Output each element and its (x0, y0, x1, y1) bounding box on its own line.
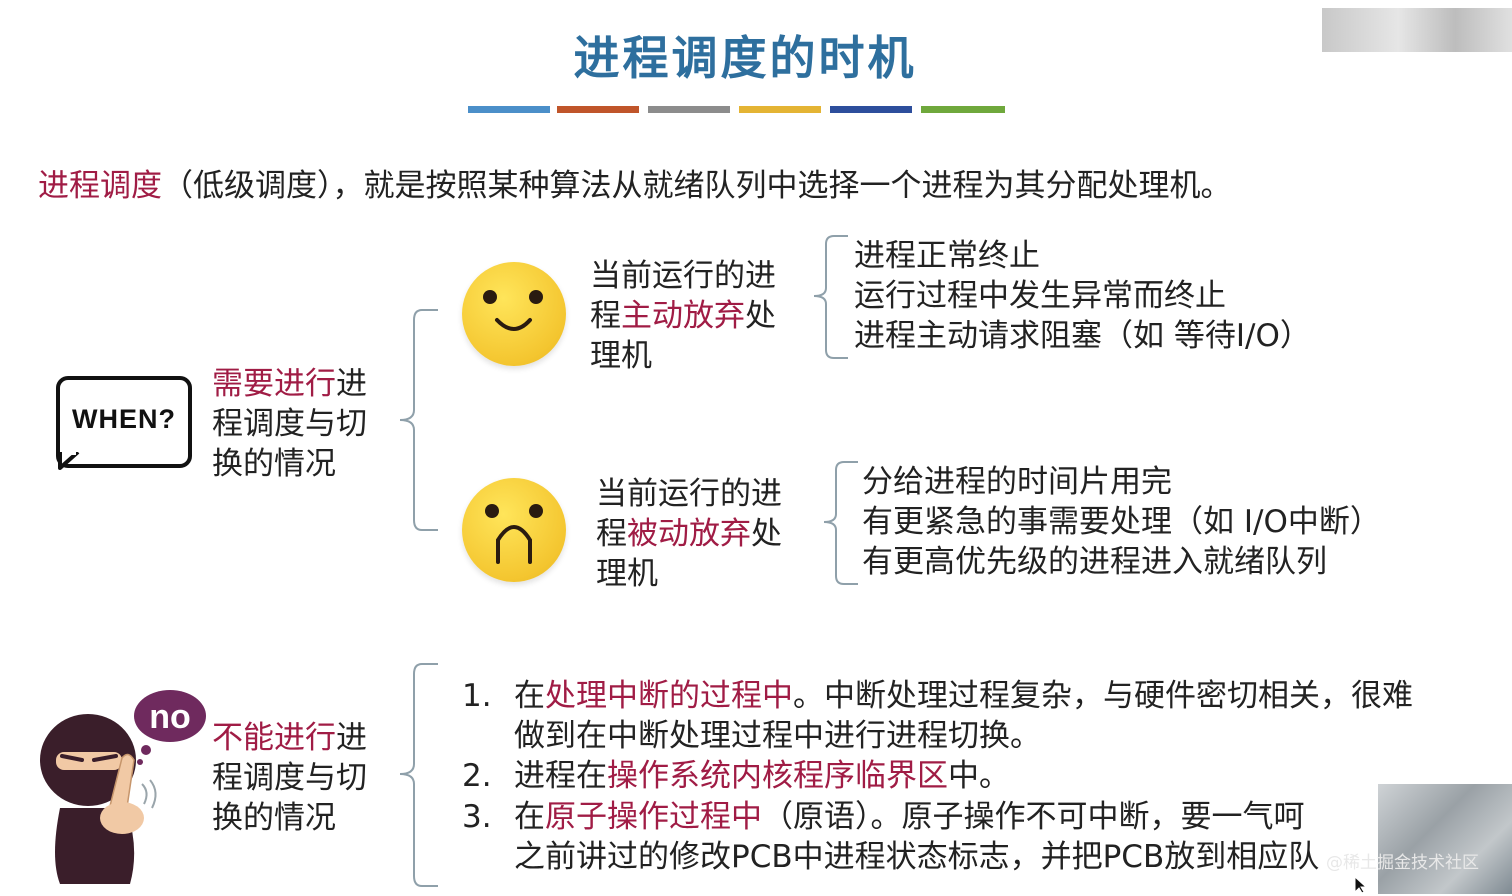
passive-brace (823, 461, 858, 585)
active-reason: 运行过程中发生异常而终止 (854, 278, 1226, 314)
item-pre: 在 (514, 678, 545, 714)
active-abandon-label: 当前运行的进 程主动放弃处 理机 (590, 256, 776, 376)
when-label-line2: 程调度与切 (212, 406, 367, 442)
blurred-corner-bottom (1378, 784, 1512, 894)
active-reason: 进程正常终止 (854, 238, 1040, 274)
item-accent: 处理中断的过程中 (545, 678, 793, 714)
passive-accent: 被动放弃 (627, 516, 751, 552)
list-number: 3. (462, 799, 492, 835)
item-continuation: 之前讲过的修改PCB中进程状态标志，并把PCB放到相应队 (514, 839, 1320, 875)
cannot-label-line1: 进 (336, 720, 367, 756)
deco-bar-2 (557, 106, 639, 113)
passive-reason: 分给进程的时间片用完 (862, 464, 1172, 500)
page-title: 进程调度的时机 (573, 31, 917, 85)
passive-reason: 有更高优先级的进程进入就绪队列 (862, 544, 1327, 580)
when-bubble-text: WHEN? (72, 404, 176, 434)
active-line2-pre: 程 (590, 298, 621, 334)
passive-abandon-label: 当前运行的进 程被动放弃处 理机 (596, 474, 782, 594)
bubble-tail-icon (58, 452, 80, 470)
sad-face-icon (462, 478, 566, 582)
cannot-brace (399, 663, 438, 887)
smiley-face-icon (462, 262, 566, 366)
cannot-label-line2: 程调度与切 (212, 760, 367, 796)
active-line2-post: 处 (745, 298, 776, 334)
item-pre: 进程在 (514, 758, 607, 794)
intro-rest: （低级调度），就是按照某种算法从就绪队列中选择一个进程为其分配处理机。 (162, 168, 1232, 204)
watermark: @稀土掘金技术社区 (1326, 853, 1479, 873)
cannot-list: 1. 在处理中断的过程中。中断处理过程复杂，与硬件密切相关，很难 做到在中断处理… (462, 676, 1502, 896)
active-accent: 主动放弃 (621, 298, 745, 334)
active-line3: 理机 (590, 338, 652, 374)
ninja-character-icon: no (30, 688, 210, 888)
when-label-line1: 进 (336, 366, 367, 402)
cannot-label-line3: 换的情况 (212, 800, 336, 836)
item-continuation: 做到在中断处理过程中进行进程切换。 (514, 718, 1041, 754)
intro-term: 进程调度 (38, 168, 162, 204)
list-number: 2. (462, 758, 492, 794)
passive-line2-post: 处 (751, 516, 782, 552)
active-brace (813, 235, 848, 359)
deco-bar-1 (468, 106, 550, 113)
when-label: 需要进行进 程调度与切 换的情况 (212, 364, 367, 484)
deco-bar-4 (739, 106, 821, 113)
passive-line1: 当前运行的进 (596, 476, 782, 512)
passive-reason: 有更紧急的事需要处理（如 I/O中断） (862, 504, 1381, 540)
intro-sentence: 进程调度（低级调度），就是按照某种算法从就绪队列中选择一个进程为其分配处理机。 (38, 160, 1232, 205)
no-bubble-text: no (149, 698, 191, 736)
item-post: 中。 (948, 758, 1010, 794)
deco-bar-5 (830, 106, 912, 113)
when-brace (399, 309, 438, 531)
cannot-label-accent: 不能进行 (212, 720, 336, 756)
active-reasons: 进程正常终止 运行过程中发生异常而终止 进程主动请求阻塞（如 等待I/O） (854, 236, 1311, 356)
passive-line3: 理机 (596, 556, 658, 592)
list-number: 1. (462, 678, 492, 714)
cannot-label: 不能进行进 程调度与切 换的情况 (212, 718, 367, 838)
deco-bar-3 (648, 106, 730, 113)
mouse-cursor-icon (1354, 876, 1368, 894)
deco-bar-6 (921, 106, 1005, 113)
when-speech-bubble: WHEN? (56, 376, 192, 468)
item-pre: 在 (514, 799, 545, 835)
passive-line2-pre: 程 (596, 516, 627, 552)
item-post: （原语）。原子操作不可中断，要一气呵 (762, 799, 1305, 835)
when-label-accent: 需要进行 (212, 366, 336, 402)
passive-reasons: 分给进程的时间片用完 有更紧急的事需要处理（如 I/O中断） 有更高优先级的进程… (862, 462, 1381, 582)
item-post: 。中断处理过程复杂，与硬件密切相关，很难 (793, 678, 1413, 714)
item-accent: 原子操作过程中 (545, 799, 762, 835)
active-reason: 进程主动请求阻塞（如 等待I/O） (854, 318, 1311, 354)
item-accent: 操作系统内核程序临界区 (607, 758, 948, 794)
when-label-line3: 换的情况 (212, 446, 336, 482)
active-line1: 当前运行的进 (590, 258, 776, 294)
